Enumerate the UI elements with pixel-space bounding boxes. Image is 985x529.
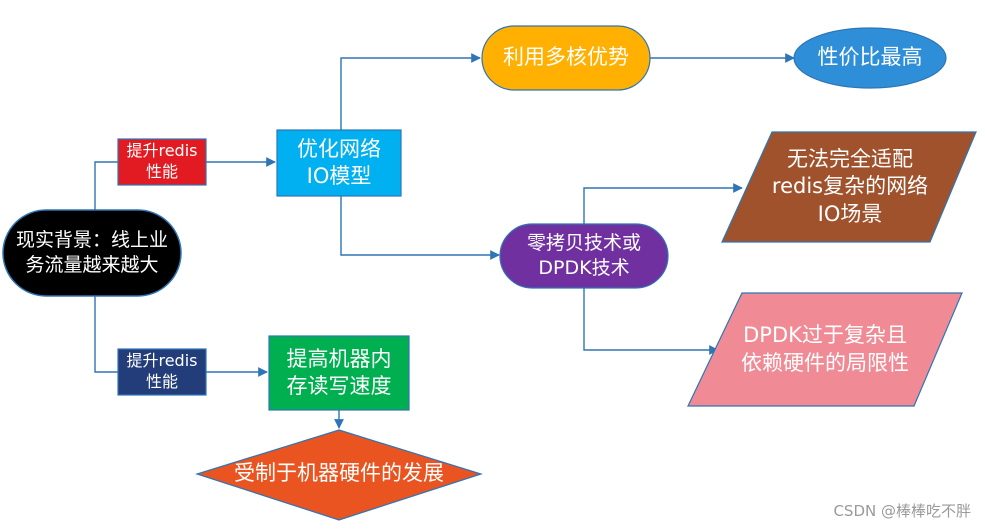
- node-cost-effective-shape: [793, 27, 947, 89]
- node-memory-speed-shape: [268, 335, 410, 411]
- node-not-fit-shape: [721, 131, 977, 243]
- node-multicore-shape: [481, 25, 651, 91]
- node-zero-copy-label: 零拷贝技术或 DPDK技术: [526, 232, 641, 279]
- node-not-fit-label: 无法完全适配 redis复杂的网络 IO场景: [771, 147, 929, 226]
- node-multicore-label: 利用多核优势: [503, 45, 629, 70]
- node-boost-bottom-label: 提升redis 性能: [126, 351, 198, 391]
- node-cost-effective-label: 性价比最高: [817, 45, 923, 70]
- node-hardware-limit-label: 受制于机器硬件的发展: [234, 461, 444, 486]
- node-boost-top-label: 提升redis 性能: [126, 141, 198, 181]
- arrow-zero-copy-to-not-fit: [583, 183, 743, 224]
- node-background-shape: [2, 209, 182, 297]
- connector-background-to-boost-top: [94, 161, 118, 210]
- node-optimize-io-label: 优化网络 IO模型: [297, 136, 381, 188]
- arrow-optimize-io-to-zero-copy: [340, 196, 500, 260]
- node-hardware-limit-shape: [195, 429, 483, 521]
- node-optimize-io-shape: [276, 129, 402, 197]
- node-boost-bottom-shape: [117, 348, 207, 396]
- node-dpdk-limit-shape: [687, 292, 963, 407]
- node-boost-top-shape: [117, 138, 207, 186]
- connector-background-to-boost-bottom: [94, 296, 118, 373]
- arrow-zero-copy-to-dpdk-limit: [583, 286, 719, 355]
- node-memory-speed-label: 提高机器内 存读写速度: [286, 346, 392, 398]
- watermark: CSDN @棒棒吃不胖: [833, 502, 971, 520]
- arrow-optimize-io-to-multicore: [340, 53, 481, 130]
- node-background-label: 现实背景：线上业 务流量越来越大: [15, 229, 168, 276]
- node-zero-copy-shape: [499, 223, 669, 289]
- node-dpdk-limit-label: DPDK过于复杂且 依赖硬件的局限性: [741, 323, 909, 375]
